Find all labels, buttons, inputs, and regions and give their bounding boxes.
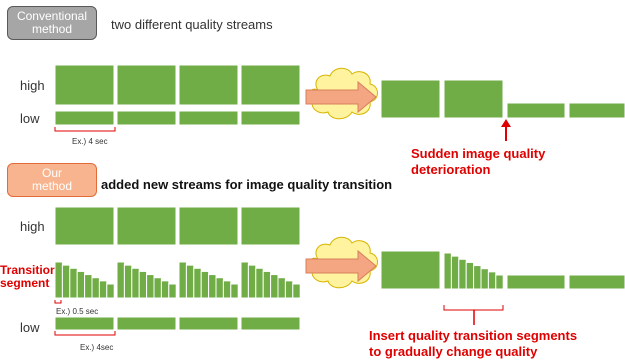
transition-segment-step [160, 280, 170, 299]
low-quality-segment [240, 110, 301, 126]
transition-segment-step [270, 274, 279, 299]
our-method-result-text: Insert quality transition segments to gr… [369, 328, 578, 359]
output-high-segment [380, 250, 441, 290]
transition-output-bracket [443, 305, 504, 311]
output-high-segment [443, 79, 504, 119]
output-transition-step [480, 268, 489, 290]
transition-segment-step [153, 277, 162, 299]
transition-segment-step [200, 270, 210, 299]
conventional-result-text: Sudden image quality deterioration [411, 146, 546, 177]
transition-segment-step [284, 280, 294, 299]
low-quality-segment [54, 110, 115, 126]
output-low-segment [568, 274, 625, 290]
transition-segment-step [262, 270, 272, 299]
transition-segment-step [185, 264, 195, 299]
our-method-high-label: high [20, 219, 45, 234]
transition-segment-step [131, 267, 140, 299]
output-transition-step [443, 252, 452, 290]
transition-segment-note: Ex.) 0.5 sec [56, 307, 99, 316]
transition-segment-step [168, 283, 177, 299]
transition-segment-step [292, 283, 301, 299]
transition-segment-step [277, 277, 286, 299]
our-method-badge: Our method [7, 163, 97, 197]
output-transition-step [495, 274, 504, 290]
transition-segment-step [240, 261, 249, 299]
right-arrow-icon [305, 249, 377, 283]
output-low-segment [568, 102, 625, 119]
transition-segment-step [61, 264, 71, 299]
transition-segment-step [76, 270, 86, 299]
transition-segment-step [146, 274, 155, 299]
low-quality-segment [240, 316, 301, 331]
transition-segment-step [247, 264, 257, 299]
output-low-segment [506, 274, 566, 290]
low-quality-segment [54, 316, 115, 331]
high-quality-segment [178, 64, 239, 106]
low-quality-segment [178, 110, 239, 126]
low-quality-segment [178, 316, 239, 331]
transition-segment-step [208, 274, 217, 299]
transition-segment-step [54, 261, 63, 299]
output-high-segment [380, 79, 441, 119]
our-method-low-label: low [20, 320, 40, 335]
red-indicators [473, 119, 511, 325]
low-quality-segment [116, 110, 177, 126]
high-quality-segment [240, 206, 301, 246]
transition-segment-step [123, 264, 133, 299]
output-transition-step [465, 261, 475, 290]
transition-segment-step [178, 261, 187, 299]
high-quality-segment [116, 206, 177, 246]
transition-segment-step [230, 283, 239, 299]
high-quality-segment [54, 206, 115, 246]
high-quality-segment [54, 64, 115, 106]
output-transition-step [458, 258, 467, 290]
conventional-high-label: high [20, 78, 45, 93]
transition-bracket [54, 300, 62, 304]
transition-segment-step [138, 270, 148, 299]
conventional-method-badge: Conventional method [7, 6, 97, 40]
conventional-low-label: low [20, 111, 40, 126]
transition-segment-step [84, 274, 93, 299]
our-method-transform-arrow [305, 236, 378, 289]
transition-segment-step [116, 261, 125, 299]
stream-segments [54, 64, 625, 331]
transition-segment-step [106, 283, 115, 299]
high-quality-segment [178, 206, 239, 246]
our-method-segment-note: Ex.) 4sec [80, 343, 114, 352]
transition-segment-step [69, 267, 78, 299]
output-transition-step [487, 271, 497, 290]
deterioration-arrow-head [501, 119, 511, 127]
output-transition-step [473, 265, 482, 290]
conventional-transform-arrow [305, 67, 378, 120]
conventional-heading: two different quality streams [111, 17, 273, 32]
conventional-segment-bracket [54, 127, 116, 132]
conventional-segment-note: Ex.) 4 sec [72, 137, 108, 146]
our-method-segment-bracket [54, 331, 116, 336]
low-quality-segment [116, 316, 177, 331]
transition-segment-step [91, 277, 100, 299]
transition-segment-step [222, 280, 232, 299]
transition-segment-step [193, 267, 202, 299]
transition-segment-step [98, 280, 108, 299]
high-quality-segment [116, 64, 177, 106]
output-transition-step [450, 255, 460, 290]
transition-segment-step [255, 267, 264, 299]
high-quality-segment [240, 64, 301, 106]
output-low-segment [506, 102, 566, 119]
transition-segment-step [215, 277, 224, 299]
right-arrow-icon [305, 80, 377, 114]
transition-segment-label: Transition segment [0, 263, 58, 290]
our-method-heading: added new streams for image quality tran… [101, 177, 393, 192]
